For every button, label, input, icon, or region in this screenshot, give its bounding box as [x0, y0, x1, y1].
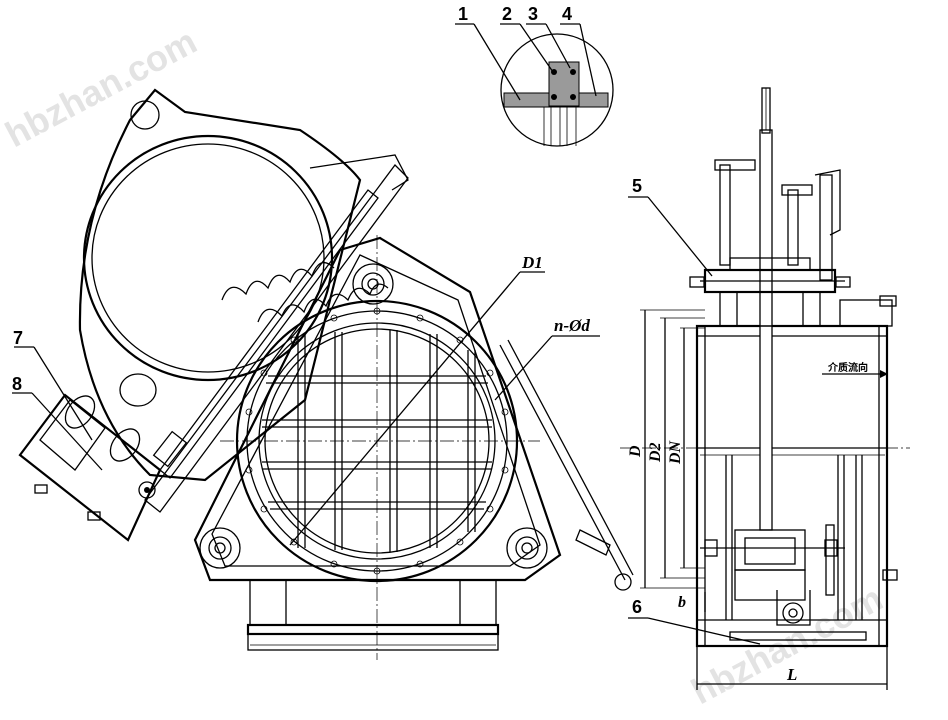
bottom-mechanism [700, 524, 898, 641]
leader-7 [33, 346, 93, 441]
lever-ring-inner [91, 143, 325, 373]
corner-boss-left [199, 527, 241, 569]
detail-circle [500, 33, 614, 147]
top-bonnet [689, 159, 897, 327]
leader-line [545, 23, 571, 69]
detail-bolt-hole [551, 94, 557, 100]
side-view: 介质流向 D D2 DN b L 5 6 [620, 87, 910, 690]
dim-d2: D2 [647, 442, 664, 463]
base-support [246, 579, 500, 651]
triangular-body-inner [211, 254, 541, 567]
callout-6: 6 [632, 597, 642, 617]
callout-3: 3 [528, 4, 538, 24]
callout-8: 8 [12, 374, 22, 394]
lever-hole-top [130, 100, 160, 130]
detail-bolt-hole [570, 69, 576, 75]
callout-2: 2 [502, 4, 512, 24]
leader-line [473, 23, 521, 101]
d1-label: D1 [521, 253, 543, 272]
front-view: D1 n-Ød [12, 88, 634, 660]
corner-boss-top [352, 263, 394, 305]
spring-actuator [138, 154, 634, 591]
lever-hole-bottom [119, 373, 157, 407]
flow-arrow-head [880, 370, 888, 378]
stem-top [761, 87, 771, 134]
watermark-bottom-right: hbzhan.com [685, 577, 890, 712]
lever-ring-outer [82, 134, 334, 382]
diameter-dimensions: D D2 DN [627, 309, 705, 589]
callout-1: 1 [458, 4, 468, 24]
callout-7: 7 [13, 328, 23, 348]
leader-8 [31, 392, 103, 471]
dim-d: D [627, 445, 644, 458]
dim-b: b [678, 594, 686, 611]
valve-stem [759, 129, 773, 531]
dim-dn: DN [667, 439, 684, 465]
flow-direction-label: 介质流向 [827, 361, 868, 374]
lever-plate [78, 88, 362, 482]
leader-6 [647, 617, 761, 645]
d1-leader [289, 271, 521, 546]
side-verticals [725, 455, 863, 620]
holes-label: n-Ød [554, 316, 590, 335]
dim-l: L [786, 665, 797, 684]
bolt-holes [245, 307, 509, 575]
callout-5: 5 [632, 176, 642, 196]
leader-5 [647, 196, 713, 277]
detail-view [500, 33, 614, 147]
corner-boss-right [506, 527, 548, 569]
leader-line [519, 23, 554, 73]
callout-4: 4 [562, 4, 572, 24]
actuator-box [18, 393, 162, 542]
watermark-top-left: hbzhan.com [0, 20, 203, 155]
detail-bolt-hole [570, 94, 576, 100]
leader-line [579, 23, 597, 97]
callouts-top: 1 2 3 4 [455, 4, 597, 101]
